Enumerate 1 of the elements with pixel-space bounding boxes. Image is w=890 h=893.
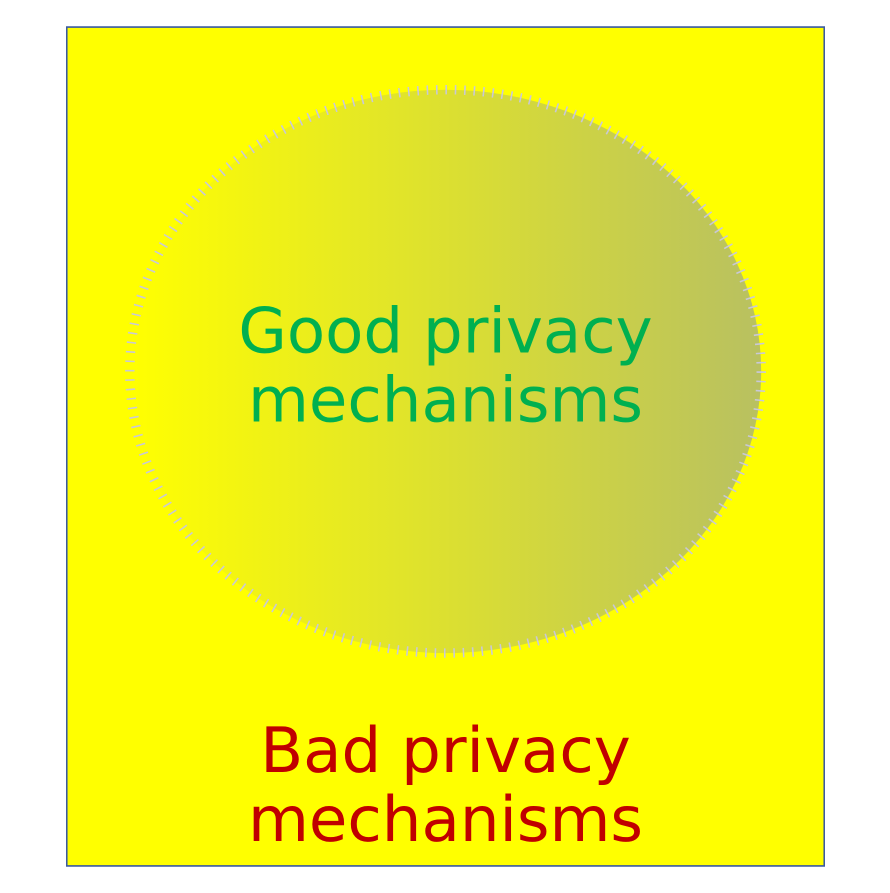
node-ellipse: Good privacy mechanisms [124,85,766,658]
